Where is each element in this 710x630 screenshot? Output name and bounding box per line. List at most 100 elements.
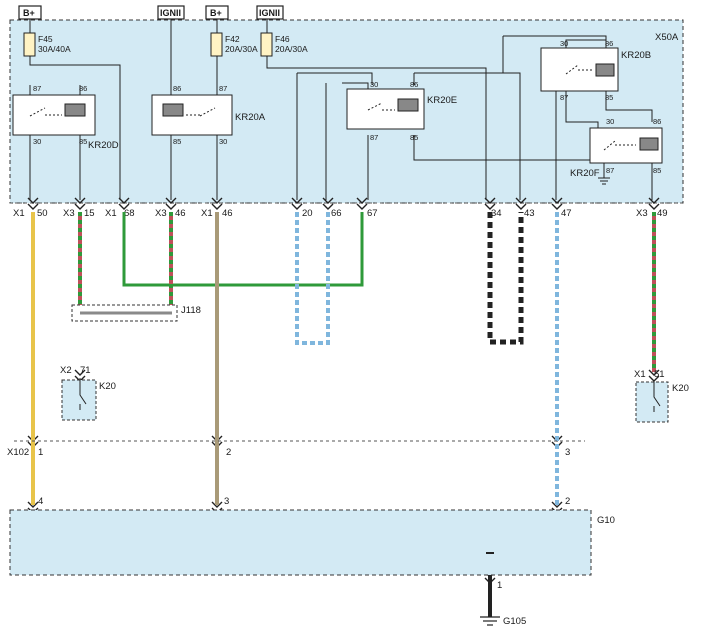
conn-x1-a: X1 xyxy=(13,208,25,219)
conn-x3-b: X3 xyxy=(155,208,167,219)
pin-67: 67 xyxy=(367,208,378,219)
k20-right-label: K20 xyxy=(672,383,689,394)
switch-k20-right: X1 51 K20 xyxy=(634,369,689,423)
kr20a-label: KR20A xyxy=(235,112,266,123)
tag-ign-1: IGNII xyxy=(157,5,185,20)
wire-black-loop xyxy=(487,212,524,345)
switch-k20-left: X2 71 K20 xyxy=(60,365,116,421)
connector-chevron xyxy=(356,197,368,210)
fuse-f45: F45 30A/40A xyxy=(23,32,71,57)
connector-chevron xyxy=(118,197,130,210)
pin-68: 68 xyxy=(124,208,135,219)
kr20b-pin-30: 30 xyxy=(560,39,568,48)
connector-chevron xyxy=(551,197,563,210)
tag-ign-2: IGNII xyxy=(256,5,284,20)
wire-blue-loop xyxy=(295,212,330,345)
kr20e-pin-87: 87 xyxy=(370,133,378,142)
tag-ign-2-text: IGNII xyxy=(259,8,280,18)
kr20f-pin-85: 85 xyxy=(653,166,661,175)
kr20e-pin-30: 30 xyxy=(370,80,378,89)
pin-51: 51 xyxy=(654,369,665,380)
connector-chevron xyxy=(165,197,177,210)
relay-kr20d: 87 86 30 85 KR20D xyxy=(12,84,119,151)
kr20f-pin-87: 87 xyxy=(606,166,614,175)
kr20b-label: KR20B xyxy=(621,50,651,61)
conn-x3-a: X3 xyxy=(63,208,75,219)
pin-71: 71 xyxy=(80,365,91,376)
relay-kr20b: 30 86 87 85 KR20B xyxy=(540,39,651,102)
splice-j118: J118 xyxy=(71,304,201,322)
internal-wiring xyxy=(29,19,653,200)
tag-b-plus-2: B+ xyxy=(205,5,229,20)
kr20b-pin-86: 86 xyxy=(605,39,613,48)
fuse-f45-rating: 30A/40A xyxy=(38,44,71,54)
module-g10-box xyxy=(9,509,592,576)
kr20f-pin-86: 86 xyxy=(653,117,661,126)
external-wires xyxy=(31,212,656,617)
g10-pin-3: 3 xyxy=(224,496,229,507)
fuse-f42: F42 20A/30A xyxy=(210,32,258,57)
k20-left-label: K20 xyxy=(99,381,116,392)
tag-b-plus-2-text: B+ xyxy=(210,8,222,18)
connector-chevron xyxy=(27,197,39,210)
fuse-f42-id: F42 xyxy=(225,34,240,44)
pin-47: 47 xyxy=(561,208,572,219)
kr20f-pin-30: 30 xyxy=(606,117,614,126)
pin-20: 20 xyxy=(302,208,313,219)
kr20e-label: KR20E xyxy=(427,95,457,106)
connector-chevron xyxy=(74,197,86,210)
kr20e-pin-86: 86 xyxy=(410,80,418,89)
j118-label: J118 xyxy=(181,305,201,316)
fuse-f45-id: F45 xyxy=(38,34,53,44)
g10-label: G10 xyxy=(597,515,615,526)
fuse-f46: F46 20A/30A xyxy=(260,32,308,57)
kr20a-pin-87: 87 xyxy=(219,84,227,93)
kr20d-label: KR20D xyxy=(88,140,119,151)
g10-pin-1: 1 xyxy=(497,580,502,591)
connector-chevron xyxy=(291,197,303,210)
conn-x1-c: X1 xyxy=(201,208,213,219)
fuse-f46-rating: 20A/30A xyxy=(275,44,308,54)
wire-green-loop xyxy=(122,212,364,287)
g10-pin-2: 2 xyxy=(565,496,570,507)
g105-label: G105 xyxy=(503,616,526,627)
relay-kr20e: 30 86 87 85 KR20E xyxy=(346,80,457,142)
conn-x1-d: X1 xyxy=(634,369,646,380)
relay-kr20f: 30 86 87 85 KR20F xyxy=(570,117,663,179)
kr20f-label: KR20F xyxy=(570,168,600,179)
x102-pin-2: 2 xyxy=(226,447,231,458)
pin-50: 50 xyxy=(37,208,48,219)
kr20b-pin-85: 85 xyxy=(605,93,613,102)
pin-43: 43 xyxy=(524,208,535,219)
kr20b-pin-87: 87 xyxy=(560,93,568,102)
pin-46a: 46 xyxy=(175,208,186,219)
pin-46b: 46 xyxy=(222,208,233,219)
module-x50a-label: X50A xyxy=(655,32,679,43)
tag-b-plus-1: B+ xyxy=(18,5,42,20)
connector-chevron xyxy=(515,197,527,210)
ground-g105 xyxy=(480,552,500,626)
conn-x2: X2 xyxy=(60,365,72,376)
tag-ign-1-text: IGNII xyxy=(160,8,181,18)
kr20a-pin-86: 86 xyxy=(173,84,181,93)
kr20d-pin-87: 87 xyxy=(33,84,41,93)
connector-chevron xyxy=(211,197,223,210)
fuse-f46-id: F46 xyxy=(275,34,290,44)
pin-34: 34 xyxy=(491,208,502,219)
x102-pin-3: 3 xyxy=(565,447,570,458)
kr20a-pin-30: 30 xyxy=(219,137,227,146)
kr20a-pin-85: 85 xyxy=(173,137,181,146)
tag-b-plus-1-text: B+ xyxy=(23,8,35,18)
pin-49: 49 xyxy=(657,208,668,219)
fuse-f42-rating: 20A/30A xyxy=(225,44,258,54)
conn-x102: X102 xyxy=(7,447,29,458)
relay-kr20a: 86 87 85 30 KR20A xyxy=(151,84,266,146)
kr20d-pin-85: 85 xyxy=(79,137,87,146)
kr20d-pin-30: 30 xyxy=(33,137,41,146)
g10-pin-4: 4 xyxy=(38,496,43,507)
connector-chevron xyxy=(648,197,660,210)
conn-x1-b: X1 xyxy=(105,208,117,219)
connector-chevron xyxy=(484,197,496,210)
ground-symbol-kr20f xyxy=(598,177,610,185)
